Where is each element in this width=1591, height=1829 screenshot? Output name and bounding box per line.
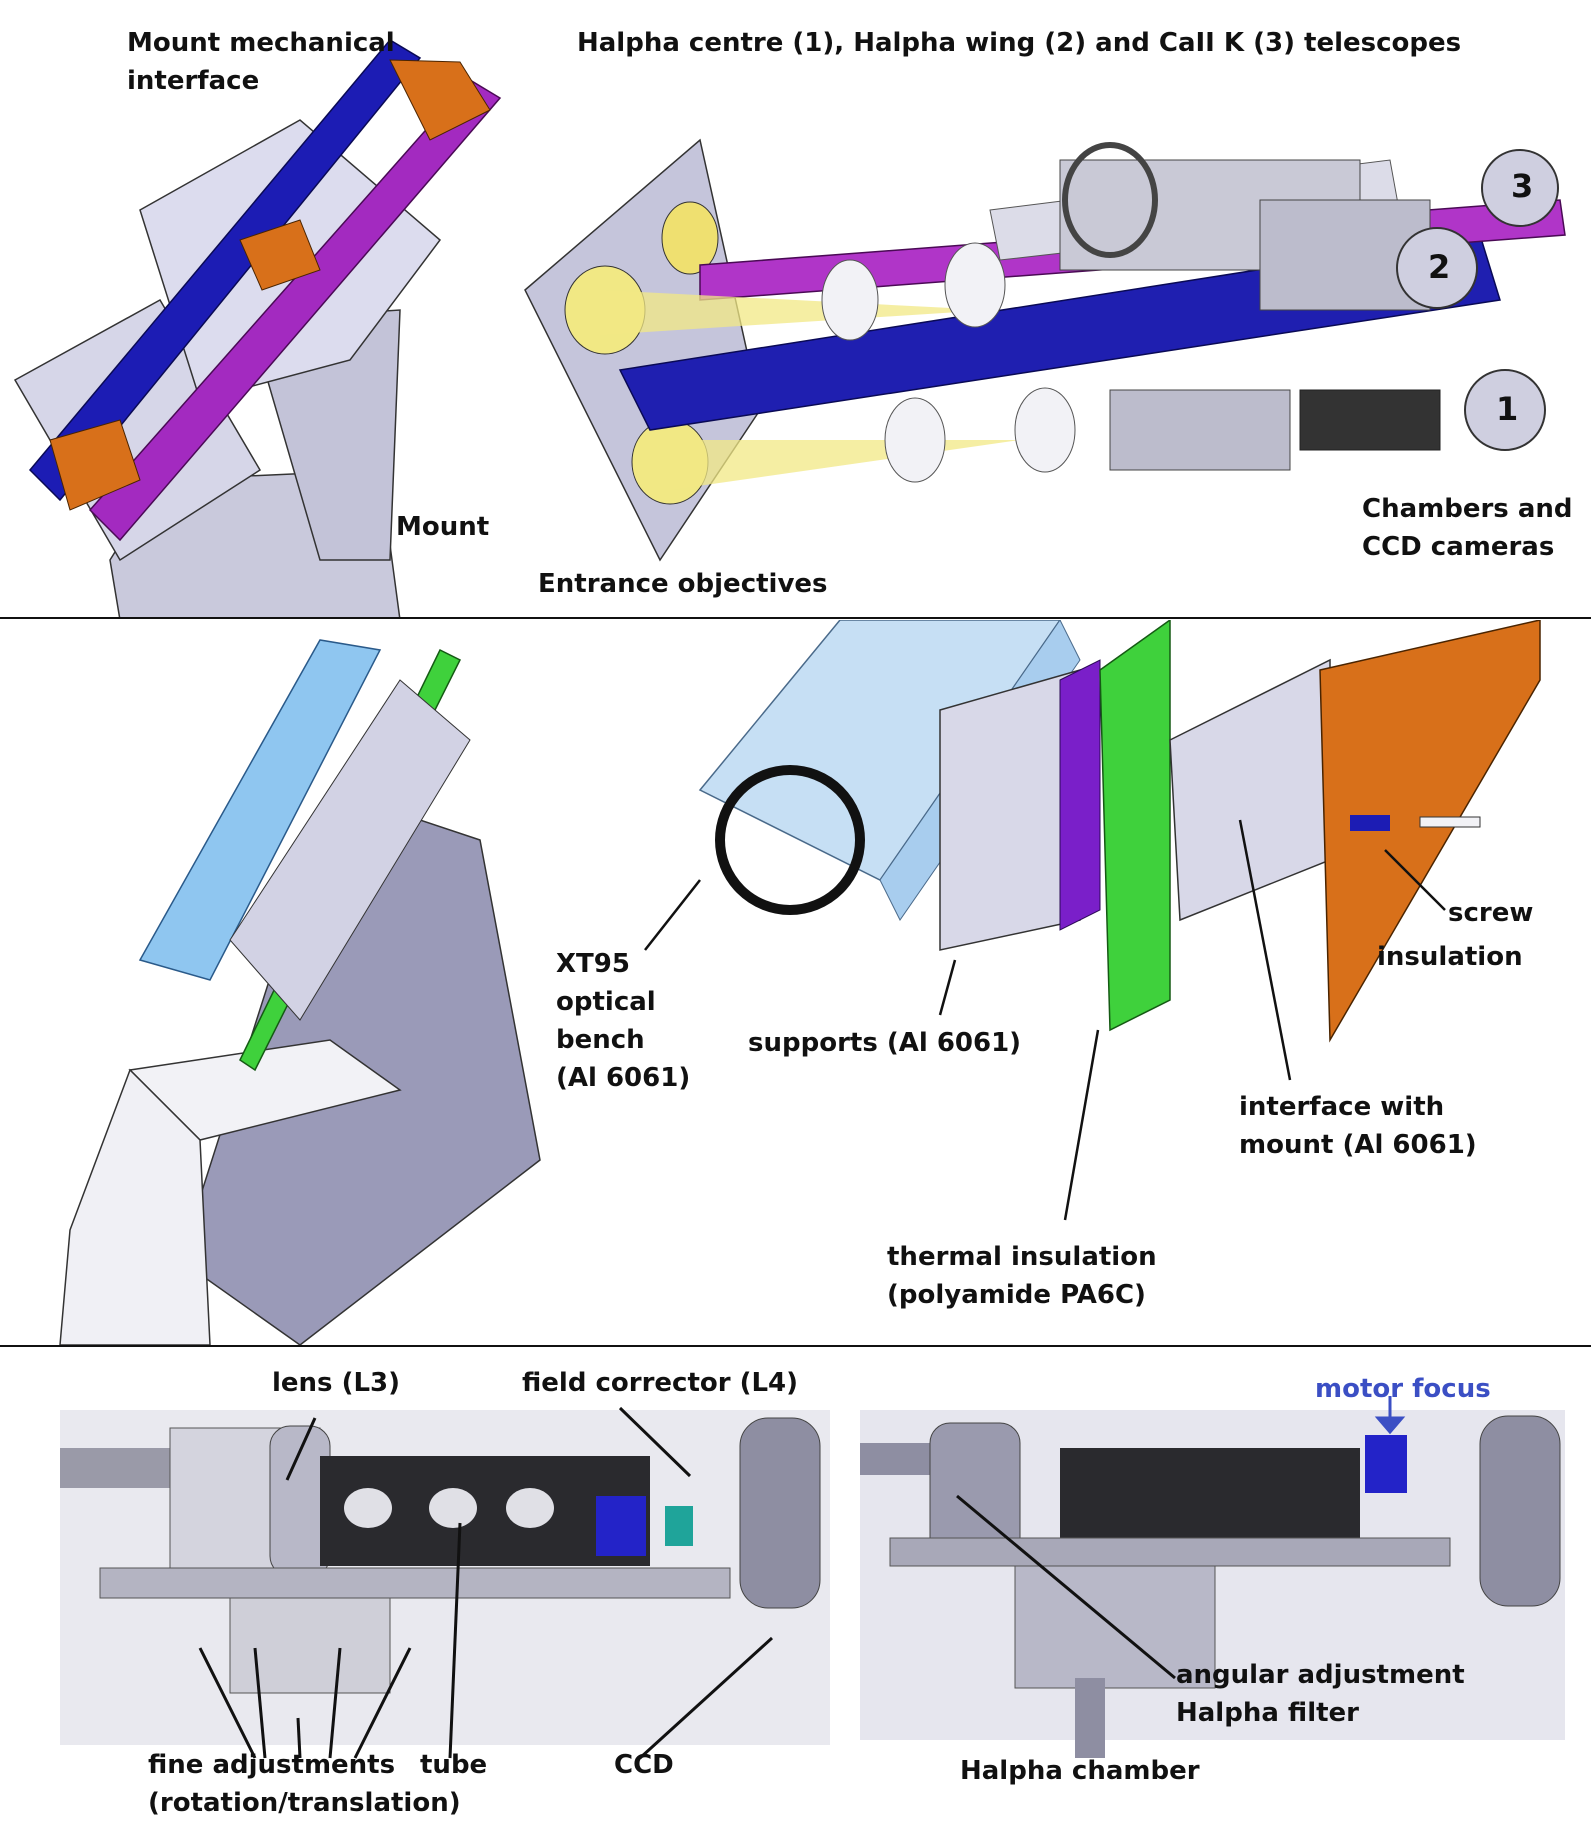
label-tube: tube — [420, 1750, 488, 1780]
ccd-blue-block — [596, 1496, 646, 1556]
orange-clamp-bottom — [49, 419, 141, 511]
bench-extrusion — [698, 620, 1061, 881]
label-ccd: CCD — [614, 1750, 674, 1780]
entrance-plate — [524, 138, 761, 562]
panel-chambers: lens (L3) field corrector (L4) motor foc… — [0, 1348, 1591, 1829]
light-cone-1 — [600, 290, 990, 335]
motor-focus-arrow — [1374, 1396, 1406, 1435]
label-xt95-3: bench — [556, 1025, 645, 1055]
magenta-rail — [88, 79, 502, 542]
right-black-tube — [1060, 1448, 1360, 1548]
panel-bench-interface: XT95 optical bench (Al 6061) supports (A… — [0, 620, 1591, 1345]
right-camera — [1479, 1415, 1561, 1607]
label-chambers-1: Chambers and — [1362, 494, 1573, 524]
violet-insulation — [1059, 659, 1101, 931]
chamber-bottom — [1109, 389, 1291, 471]
orange-clamp-mid — [239, 219, 321, 291]
xt95-profile — [715, 765, 865, 915]
support-plate — [939, 669, 1081, 951]
label-num-3: 3 — [1511, 167, 1534, 205]
telescope-assembly-drawing — [13, 39, 1566, 618]
label-field-corrector: field corrector (L4) — [522, 1368, 799, 1398]
interface-bracket — [1169, 658, 1331, 922]
filter-ring — [1062, 142, 1158, 258]
green-thermal-plate — [1099, 620, 1171, 1032]
label-telescopes-title: Halpha centre (1), Halpha wing (2) and C… — [577, 28, 1462, 58]
label-xt95-1: XT95 — [556, 949, 630, 979]
disc-1 — [821, 259, 879, 341]
orange-clamp-top — [389, 59, 491, 141]
disc-2 — [944, 242, 1006, 328]
disc-3 — [884, 397, 946, 483]
chambers-drawing — [60, 1396, 1565, 1760]
label-interface-mount-2: mount (Al 6061) — [1239, 1130, 1477, 1160]
label-angular-adjustment-1: angular adjustment — [1176, 1660, 1465, 1690]
ccd-camera — [739, 1417, 821, 1609]
camera-disc-1 — [1464, 369, 1546, 451]
label-interface-mount-1: interface with — [1239, 1092, 1445, 1122]
blue-rail — [28, 39, 422, 502]
tube-hole-2 — [429, 1488, 477, 1528]
screw-insulation-blue — [1350, 815, 1390, 831]
label-mount-interface-1: Mount mechanical — [127, 28, 395, 58]
tube-hole-3 — [506, 1488, 554, 1528]
tube-hole-1 — [344, 1488, 392, 1528]
right-beam — [889, 1537, 1451, 1567]
light-cone-2 — [670, 440, 1020, 490]
label-xt95-4: (Al 6061) — [556, 1063, 691, 1093]
label-mount: Mount — [396, 512, 490, 542]
label-lens: lens (L3) — [272, 1368, 401, 1398]
panel2-arrows — [644, 819, 1446, 1221]
ccd-tube-bottom — [1299, 389, 1441, 451]
camera-disc-3 — [1481, 149, 1559, 227]
label-thermal-insulation-1: thermal insulation — [887, 1242, 1157, 1272]
pedestal-face — [59, 1068, 211, 1345]
objective-top — [661, 201, 719, 275]
label-motor-focus: motor focus — [1315, 1374, 1491, 1404]
label-screw: screw — [1448, 898, 1534, 928]
label-fine-adjustments-1: fine adjustments — [148, 1750, 396, 1780]
motor-focus-block — [1365, 1435, 1407, 1493]
panel-telescope-overview: Mount mechanical interface Halpha centre… — [0, 0, 1591, 618]
base-beam — [99, 1567, 731, 1599]
camera-disc-2 — [1396, 227, 1478, 309]
label-supports: supports (Al 6061) — [748, 1028, 1022, 1058]
divider-bottom — [0, 1345, 1591, 1347]
disc-4 — [1014, 387, 1076, 473]
mini-bench — [138, 639, 382, 981]
label-entrance-objectives: Entrance objectives — [538, 569, 828, 599]
divider-top — [0, 617, 1591, 619]
label-chambers-2: CCD cameras — [1362, 532, 1555, 562]
right-stem — [1075, 1678, 1105, 1758]
ccd-teal — [665, 1506, 693, 1546]
label-mount-interface-2: interface — [127, 66, 260, 96]
label-xt95-2: optical — [556, 987, 656, 1017]
screw-shaft — [1419, 816, 1481, 828]
base-plate — [229, 1592, 391, 1694]
label-thermal-insulation-2: (polyamide PA6C) — [887, 1280, 1146, 1310]
label-fine-adjustments-2: (rotation/translation) — [148, 1788, 461, 1818]
label-insulation: insulation — [1377, 942, 1523, 972]
label-halpha-chamber: Halpha chamber — [960, 1756, 1200, 1786]
label-angular-adjustment-2: Halpha filter — [1176, 1698, 1360, 1728]
orange-mount-plate — [1319, 620, 1541, 1043]
panel3-arrows — [198, 1406, 1176, 1760]
mini-supports — [229, 679, 471, 1021]
bench-interface-drawing — [59, 620, 1541, 1345]
label-num-2: 2 — [1428, 248, 1451, 286]
label-num-1: 1 — [1496, 390, 1519, 428]
